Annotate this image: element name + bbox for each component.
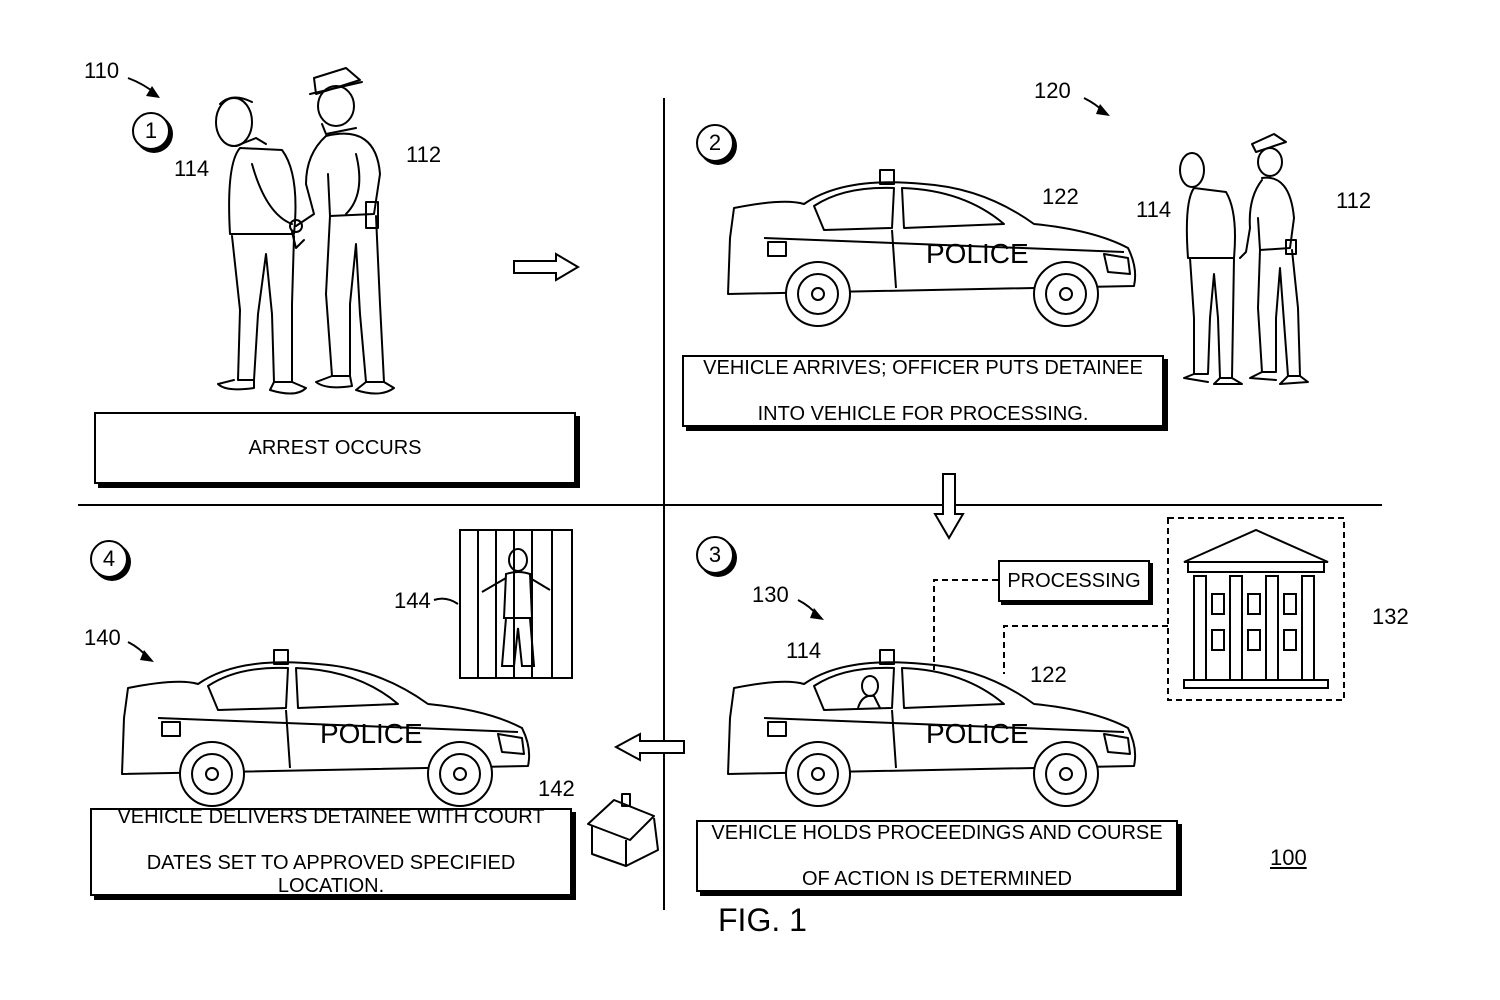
caption-line: ARREST OCCURS — [248, 436, 422, 459]
police-car-text: POLICE — [926, 718, 1029, 749]
caption-line: INTO VEHICLE FOR PROCESSING. — [757, 402, 1089, 425]
caption-arrest-occurs: ARREST OCCURS — [94, 412, 576, 484]
flow-arrow-right — [513, 252, 580, 282]
caption-line: DATES SET TO APPROVED SPECIFIED LOCATION… — [146, 852, 516, 897]
step1-ref-arrow — [127, 77, 160, 98]
processing-connectors — [933, 579, 1168, 674]
step4-number: 4 — [90, 540, 128, 578]
detainee-label: 114 — [174, 156, 210, 181]
flow-arrow-left — [613, 732, 685, 762]
courthouse-icon — [1167, 517, 1345, 701]
caption-vehicle-holds-proceedings: VEHICLE HOLDS PROCEEDINGS AND COURSE OF … — [696, 820, 1178, 892]
detainee-label: 114 — [786, 638, 822, 663]
step3-number: 3 — [696, 536, 734, 574]
courthouse-label: 132 — [1372, 604, 1409, 629]
step2-ref-arrow — [1083, 97, 1110, 116]
step3-ref: 130 — [752, 582, 789, 607]
home-label: 142 — [538, 776, 575, 801]
step2-number: 2 — [696, 124, 734, 162]
step2-ref: 120 — [1034, 78, 1071, 103]
caption-vehicle-delivers-detainee: VEHICLE DELIVERS DETAINEE WITH COURT DAT… — [90, 806, 572, 897]
system-ref: 100 — [1270, 845, 1307, 870]
jail-icon — [459, 529, 573, 679]
police-car — [121, 649, 531, 807]
police-car — [727, 649, 1137, 807]
detainee-label: 114 — [1136, 197, 1172, 222]
caption-line: OF ACTION IS DETERMINED — [801, 867, 1073, 890]
step1-number: 1 — [132, 112, 170, 150]
caption-line: VEHICLE ARRIVES; OFFICER PUTS DETAINEE — [703, 356, 1143, 379]
caption-vehicle-arrives: VEHICLE ARRIVES; OFFICER PUTS DETAINEE I… — [682, 355, 1164, 427]
step3-ref-arrow — [797, 599, 824, 620]
caption-line: VEHICLE HOLDS PROCEEDINGS AND COURSE — [711, 821, 1163, 844]
arrest-illustration — [215, 67, 395, 395]
caption-line: VEHICLE DELIVERS DETAINEE WITH COURT — [117, 806, 545, 828]
police-car-text: POLICE — [926, 238, 1029, 269]
officer-label: 112 — [406, 142, 442, 167]
flow-arrow-down — [933, 473, 965, 540]
police-car-label: 122 — [1042, 184, 1079, 209]
processing-label: PROCESSING — [1007, 569, 1141, 592]
police-car — [727, 169, 1137, 327]
jail-connector — [433, 597, 459, 605]
house-icon — [587, 793, 659, 867]
officer-label: 112 — [1336, 188, 1372, 213]
step4-ref-arrow — [127, 641, 154, 662]
processing-box: PROCESSING — [998, 560, 1150, 602]
jail-label: 144 — [394, 588, 431, 613]
figure-label: FIG. 1 — [718, 902, 807, 938]
step4-ref: 140 — [84, 625, 121, 650]
arrest-illustration — [1179, 133, 1309, 385]
police-car-label: 122 — [1030, 662, 1067, 687]
step1-ref: 110 — [84, 58, 120, 83]
police-car-text: POLICE — [320, 718, 423, 749]
